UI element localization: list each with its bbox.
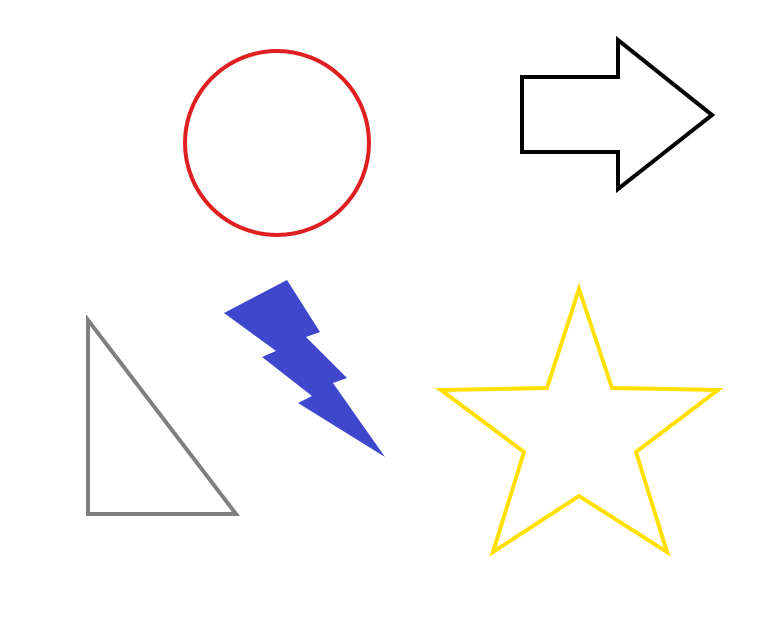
black-arrow-shape	[520, 35, 716, 194]
blue-lightning-shape	[224, 280, 385, 457]
red-circle-shape	[183, 49, 371, 237]
gray-triangle-shape	[86, 314, 241, 516]
yellow-star-shape	[435, 282, 724, 557]
